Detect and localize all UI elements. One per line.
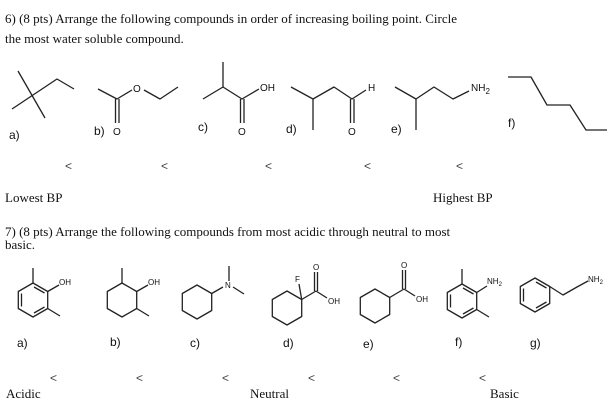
q6-structure-a	[11, 70, 75, 119]
q7-less-than-5: <	[393, 371, 400, 385]
q7-structure-g	[519, 277, 589, 313]
q6-structure-d	[290, 86, 367, 130]
q6-d-aldehyde-hydrogen: H	[368, 83, 375, 94]
q7-label-g: g)	[530, 336, 541, 350]
q7-basic-label: Basic	[490, 386, 519, 401]
q7-prompt-line2: basic.	[5, 237, 35, 252]
q6-highest-bp-label: Highest BP	[433, 190, 493, 205]
q6-label-d: d)	[286, 122, 297, 136]
q7-label-c: c)	[190, 336, 200, 350]
q7-label-a: a)	[17, 336, 28, 350]
q7-prompt-line1: 7) (8 pts) Arrange the following compoun…	[5, 224, 451, 239]
q6-prompt-line2: the most water soluble compound.	[5, 31, 184, 46]
q6-structure-b	[97, 86, 179, 123]
q7-c-nitrogen: N	[225, 281, 231, 290]
q7-b-hydroxyl: OH	[148, 278, 160, 287]
q6-b-ester-oxygen: O	[133, 84, 141, 95]
q7-less-than-2: <	[136, 371, 143, 385]
q7-label-b: b)	[110, 335, 121, 349]
q6-less-than-1: <	[65, 159, 72, 173]
q7-a-hydroxyl: OH	[59, 278, 71, 287]
q6-less-than-3: <	[265, 159, 272, 173]
q7-less-than-4: <	[308, 371, 315, 385]
q6-c-hydroxyl: OH	[260, 83, 275, 94]
q6-label-e: e)	[391, 122, 402, 136]
q7-e-carbonyl-oxygen: O	[401, 261, 407, 270]
q6-label-b: b)	[94, 124, 105, 138]
q6-label-c: c)	[198, 120, 208, 134]
q7-d-hydroxyl: OH	[328, 297, 340, 306]
q6-c-carbonyl-oxygen: O	[238, 127, 246, 138]
q7-less-than-6: <	[479, 371, 486, 385]
q6-b-carbonyl-oxygen: O	[113, 127, 121, 138]
q6-label-f: f)	[508, 116, 515, 130]
q7-structure-d	[271, 272, 328, 326]
q6-lowest-bp-label: Lowest BP	[5, 190, 62, 205]
q6-label-a: a)	[9, 128, 20, 142]
q6-structure-f	[508, 76, 607, 131]
q7-e-hydroxyl: OH	[416, 295, 428, 304]
q6-structure-e	[394, 86, 470, 130]
q6-e-amine: NH2	[471, 83, 490, 96]
q7-structure-c	[181, 266, 245, 320]
q7-g-amine: NH2	[588, 275, 604, 286]
q7-structure-e	[359, 270, 416, 324]
q7-d-carbonyl-oxygen: O	[313, 263, 319, 272]
q7-f-amine: NH2	[487, 277, 503, 288]
q7-structure-b	[106, 268, 150, 318]
q7-label-d: d)	[283, 336, 294, 350]
q7-acidic-label: Acidic	[6, 386, 41, 401]
q7-structure-f	[446, 269, 490, 319]
q7-less-than-3: <	[222, 371, 229, 385]
q7-d-fluorine: F	[295, 275, 300, 284]
q7-label-f: f)	[455, 335, 462, 349]
q6-prompt-line1: 6) (8 pts) Arrange the following compoun…	[5, 11, 457, 26]
q6-less-than-5: <	[456, 159, 463, 173]
q6-less-than-2: <	[161, 159, 168, 173]
q6-less-than-4: <	[364, 159, 371, 173]
q7-neutral-label: Neutral	[250, 386, 289, 401]
q6-d-carbonyl-oxygen: O	[348, 127, 356, 138]
q6-structure-c	[202, 62, 260, 123]
q7-less-than-1: <	[50, 371, 57, 385]
q7-label-e: e)	[363, 337, 374, 351]
q7-structure-a	[17, 268, 61, 318]
